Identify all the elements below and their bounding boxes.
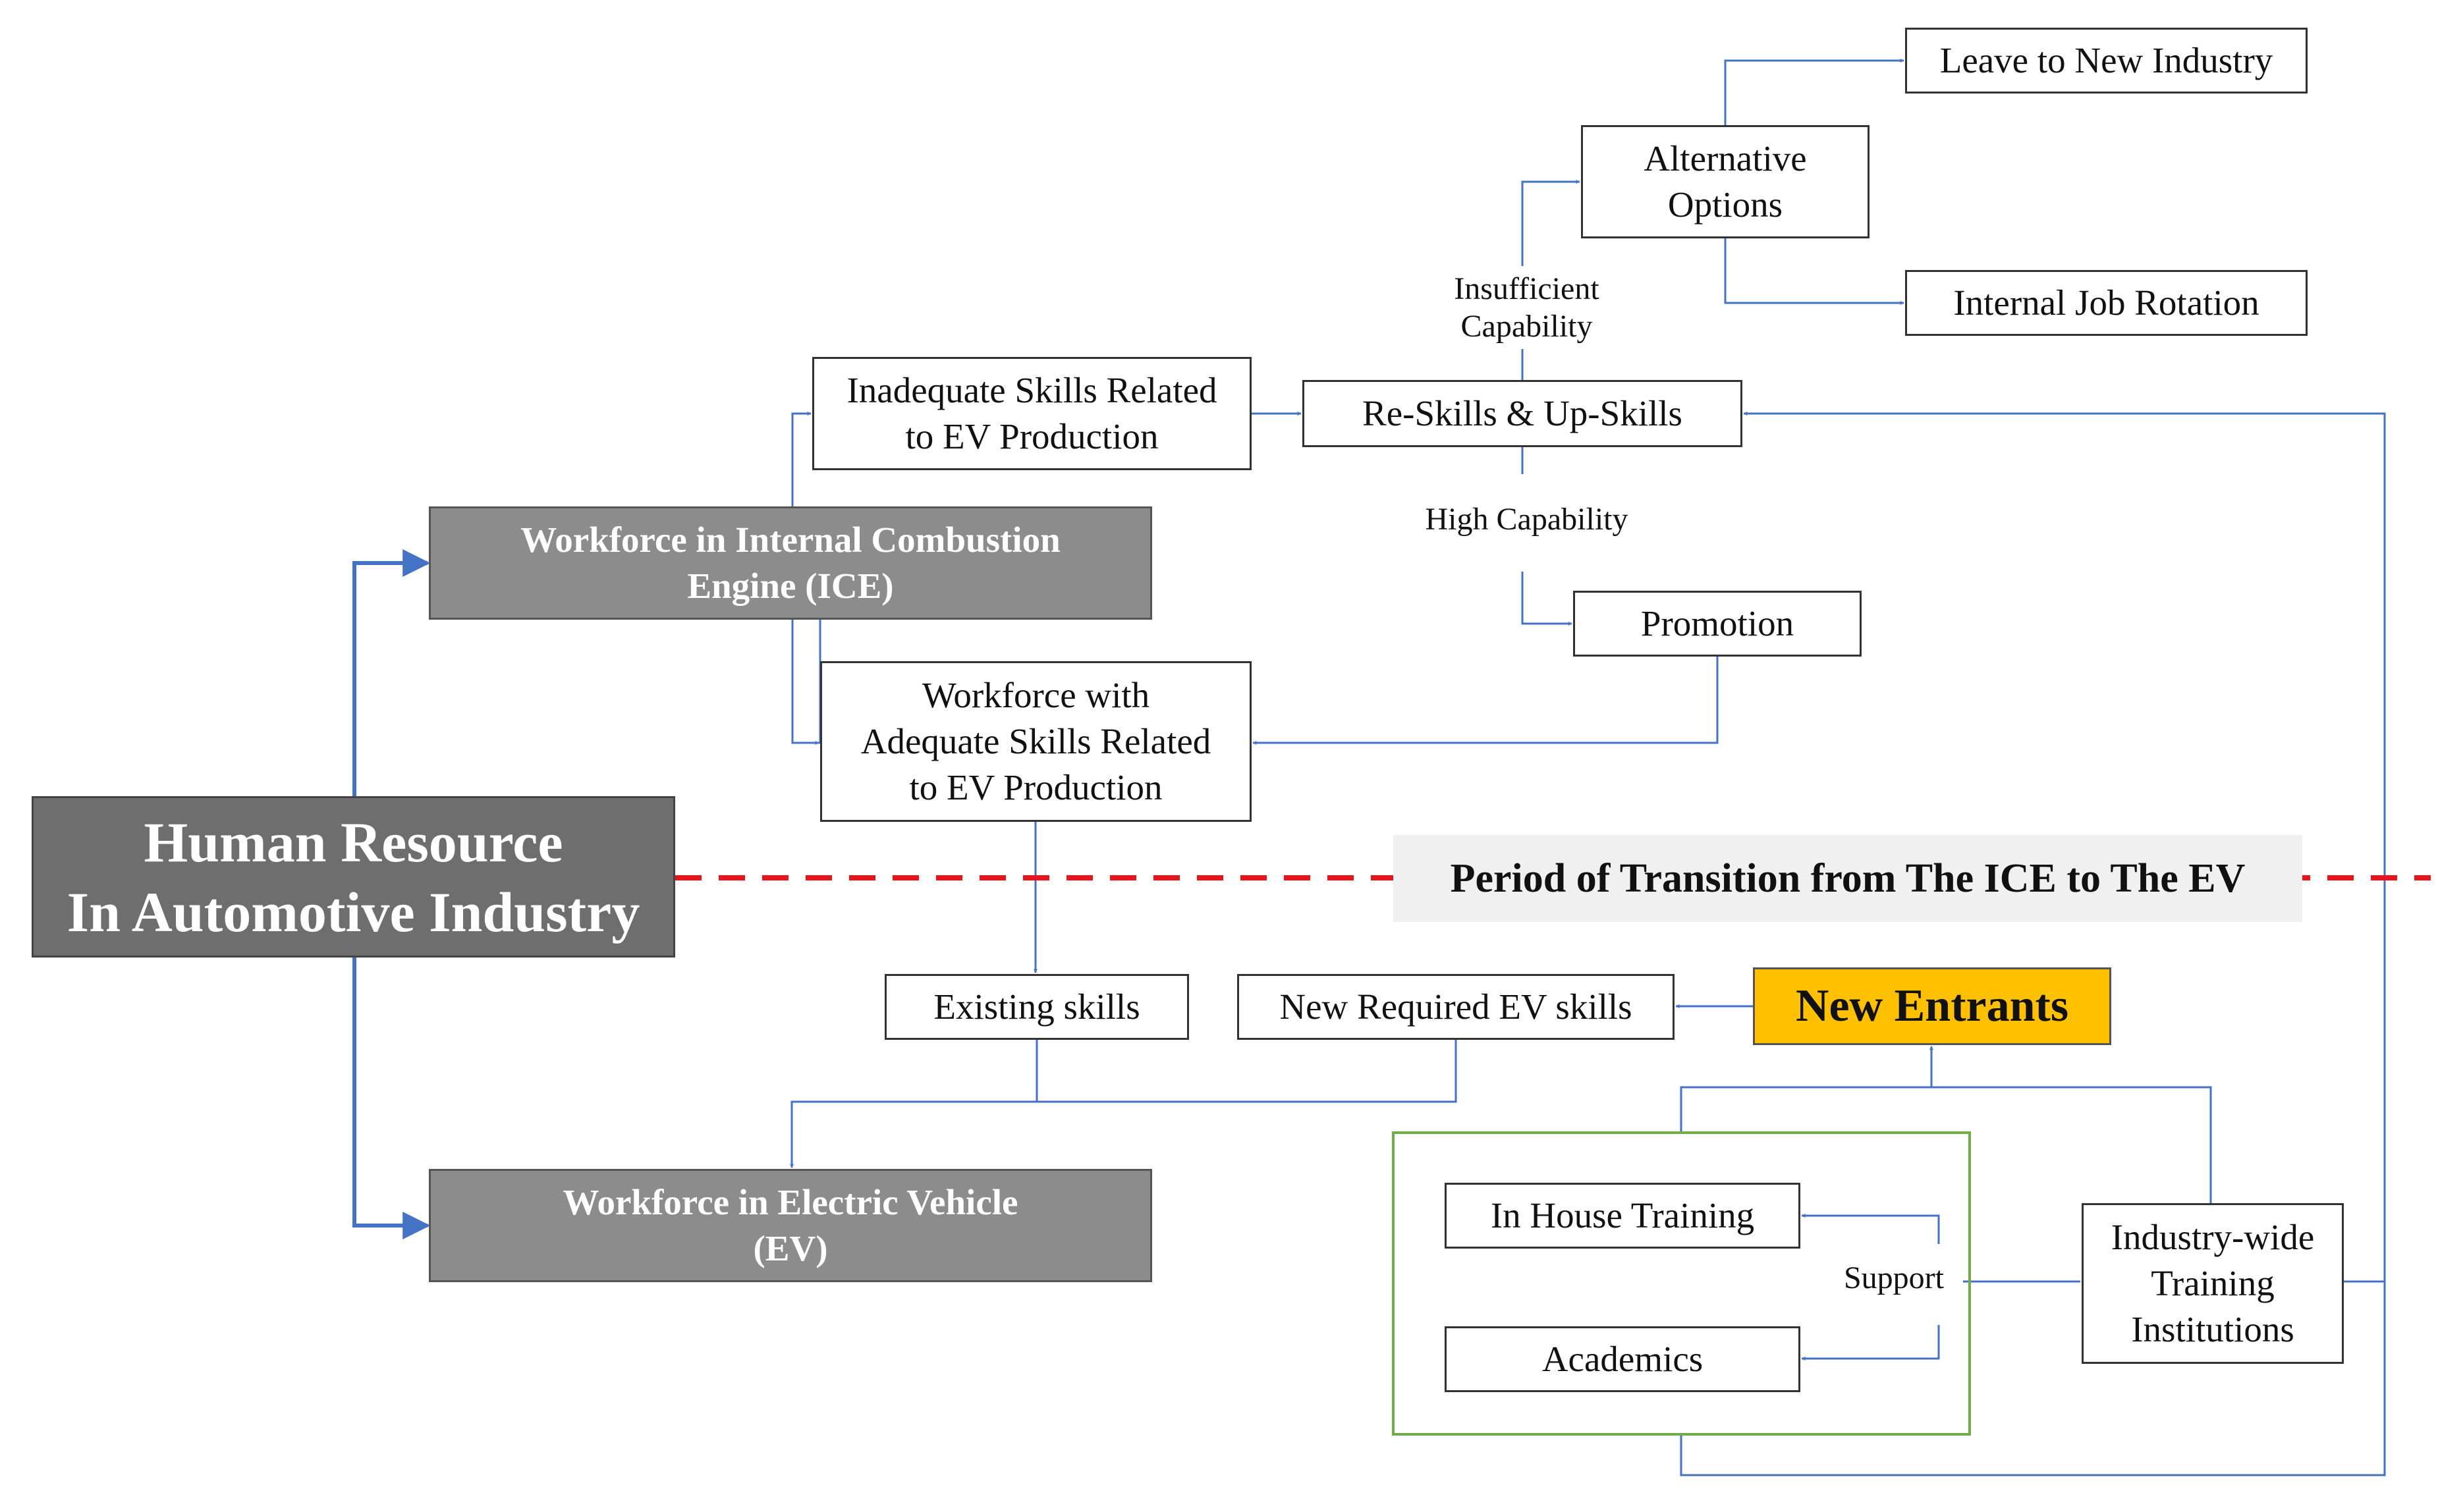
node-new-required-skills: New Required EV skills	[1237, 974, 1675, 1040]
connector-support-to-inhouse	[1801, 1214, 1940, 1244]
connector-alternative-to-rotation	[1724, 238, 1904, 305]
connector-industry-to-reskills	[1743, 412, 2386, 1283]
training-group-frame	[1392, 1131, 1971, 1436]
connector-support-to-academics	[1801, 1325, 1940, 1361]
connector-newskills-to-ev	[790, 1040, 1457, 1168]
connector-reskills-to-alternative-b	[1521, 180, 1580, 266]
connector-hr-to-ev	[352, 958, 431, 1239]
node-alternative-options: Alternative Options	[1581, 125, 1870, 238]
node-internal-rotation: Internal Job Rotation	[1905, 270, 2308, 336]
connector-hr-to-ice	[352, 549, 431, 796]
node-leave-industry: Leave to New Industry	[1905, 28, 2308, 94]
node-industry-training: Industry-wide Training Institutions	[2082, 1203, 2344, 1364]
connector-ice-to-adequate-3	[791, 620, 819, 745]
node-human-resource: Human Resource In Automotive Industry	[32, 796, 675, 958]
label-support: Support	[1831, 1259, 1956, 1297]
node-workforce-ice: Workforce in Internal Combustion Engine …	[429, 506, 1152, 620]
label-insufficient-capability: Insufficient Capability	[1439, 270, 1614, 345]
transition-banner: Period of Transition from The ICE to The…	[1393, 835, 2302, 922]
node-adequate-skills: Workforce with Adequate Skills Related t…	[820, 661, 1252, 822]
connector-group-to-entrants	[1680, 1086, 2212, 1203]
node-reskills: Re-Skills & Up-Skills	[1302, 380, 1742, 447]
connector-ice-to-inadequate	[791, 412, 812, 506]
node-existing-skills: Existing skills	[885, 974, 1189, 1040]
node-new-entrants: New Entrants	[1753, 967, 2111, 1045]
node-in-house-training: In House Training	[1445, 1183, 1800, 1249]
node-inadequate-skills: Inadequate Skills Related to EV Producti…	[812, 357, 1252, 470]
connector-promotion-to-adequate	[1252, 657, 1719, 745]
node-workforce-ev: Workforce in Electric Vehicle (EV)	[429, 1169, 1152, 1282]
node-promotion: Promotion	[1573, 591, 1862, 657]
label-high-capability: High Capability	[1406, 500, 1647, 538]
connector-group-feedback	[1680, 1282, 2386, 1476]
connector-alternative-to-leave	[1724, 59, 1904, 125]
node-academics: Academics	[1445, 1326, 1800, 1392]
connector-reskills-to-promotion-b	[1521, 572, 1572, 626]
